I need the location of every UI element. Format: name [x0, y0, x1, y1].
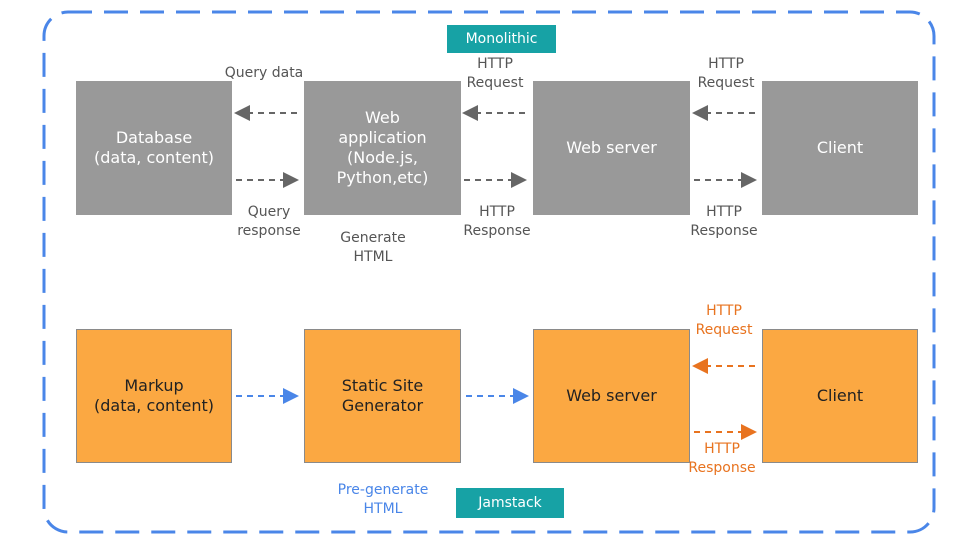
- web-server-box: Web server: [533, 81, 690, 215]
- jam-http-request-label: HTTP Request: [695, 303, 753, 338]
- client-box: Client: [762, 81, 918, 215]
- http-request-client-label: HTTP Request: [697, 56, 755, 91]
- jam-client-box: Client: [762, 329, 918, 463]
- http-response-app-label: HTTP Response: [463, 204, 531, 239]
- http-response-client-label: HTTP Response: [690, 204, 758, 239]
- pre-generate-html-label: Pre-generate HTML: [337, 482, 429, 517]
- database-box: Database (data, content): [76, 81, 232, 215]
- monolithic-tag: Monolithic: [447, 25, 556, 53]
- jamstack-tag: Jamstack: [456, 488, 564, 518]
- static-site-generator-box: Static Site Generator: [304, 329, 461, 463]
- http-request-app-label: HTTP Request: [466, 56, 524, 91]
- query-data-label: Query data: [224, 65, 304, 81]
- web-application-box: Web application (Node.js, Python,etc): [304, 81, 461, 215]
- jam-web-server-box: Web server: [533, 329, 690, 463]
- markup-box: Markup (data, content): [76, 329, 232, 463]
- generate-html-label: Generate HTML: [340, 230, 406, 265]
- jam-http-response-label: HTTP Response: [688, 441, 756, 476]
- query-response-label: Query response: [237, 204, 301, 239]
